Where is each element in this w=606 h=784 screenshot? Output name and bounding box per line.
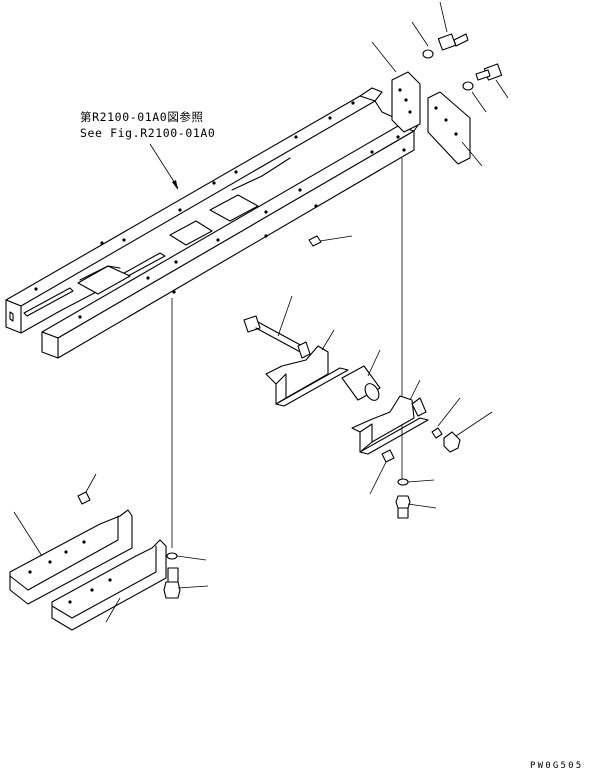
center-mount-bracket <box>265 329 349 407</box>
cross-plate-1 <box>77 265 131 295</box>
main-frame <box>5 87 421 359</box>
lower-bolt <box>163 552 209 599</box>
upper-bracket-right <box>427 91 483 167</box>
reference-text-en: See Fig.R2100-01A0 <box>80 126 215 140</box>
upper-bolt-1 <box>411 1 469 59</box>
spacer-tube <box>341 349 381 401</box>
right-mount-bracket <box>351 379 429 455</box>
cross-plate-2 <box>209 194 259 222</box>
right-plug <box>369 449 395 495</box>
right-nut-washer <box>431 397 493 453</box>
front-rail-top <box>41 125 415 339</box>
right-lower-bolt <box>395 478 437 519</box>
lower-bracket-left <box>9 509 133 605</box>
front-rail-end <box>41 331 59 359</box>
cross-plate-3 <box>169 220 213 246</box>
frame-plug <box>308 235 353 247</box>
lower-bracket-right <box>51 539 167 631</box>
upper-bolt-2 <box>462 63 509 113</box>
drawing-code: PW0G505 <box>530 761 583 771</box>
rail-holes <box>34 101 406 319</box>
long-bolt <box>243 295 311 359</box>
upper-bracket-left <box>371 41 421 133</box>
lower-plug <box>77 473 97 505</box>
reference-leader <box>149 143 179 190</box>
reference-text-jp: 第R2100-01A0図参照 <box>80 110 204 124</box>
